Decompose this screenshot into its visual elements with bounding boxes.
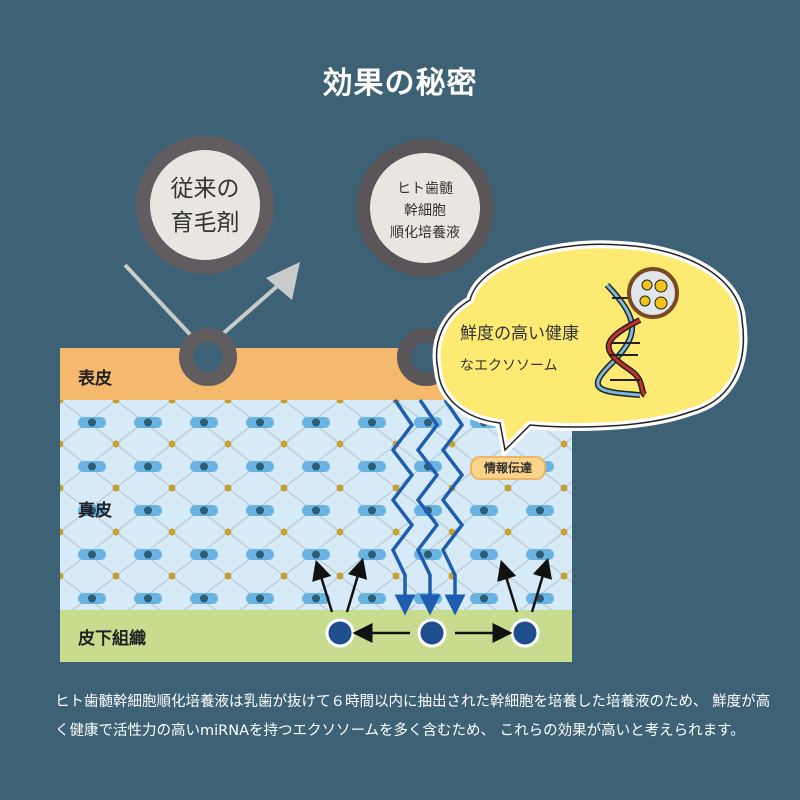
- dna-exosome-icon: [594, 267, 679, 398]
- dermis-label: 真皮: [78, 501, 112, 521]
- info-transfer-badge: 情報伝達: [470, 456, 546, 480]
- label-line: ヒト歯髄: [397, 181, 453, 197]
- subcutaneous-label: 皮下組織: [78, 629, 146, 649]
- label-line: 従来の: [170, 176, 240, 202]
- epidermis-label: 表皮: [78, 369, 112, 389]
- conventional-label: 従来の 育毛剤: [158, 172, 252, 240]
- label-line: 育毛剤: [170, 210, 240, 236]
- bubble-text: 鮮度の高い健康 なエクソソーム: [460, 318, 579, 382]
- bubble-line: なエクソソーム: [460, 358, 558, 374]
- stem-cell-label: ヒト歯髄 幹細胞 順化培養液: [378, 178, 472, 244]
- label-line: 順化培養液: [390, 225, 460, 241]
- description: ヒト歯髄幹細胞順化培養液は乳歯が抜けて６時間以内に抽出された幹細胞を培養した培養…: [55, 694, 771, 739]
- signal-arrows: [312, 557, 553, 643]
- page-title: 効果の秘密: [322, 66, 478, 101]
- ring-icon: [179, 328, 237, 386]
- cells: [325, 618, 540, 648]
- label-line: 幹細胞: [404, 203, 446, 219]
- subcutaneous-layer: [60, 610, 572, 662]
- conventional-circle: [136, 136, 274, 274]
- bubble-line: 鮮度の高い健康: [460, 324, 579, 344]
- penetration-arrows: [390, 399, 466, 616]
- stem-cell-circle: [356, 139, 494, 277]
